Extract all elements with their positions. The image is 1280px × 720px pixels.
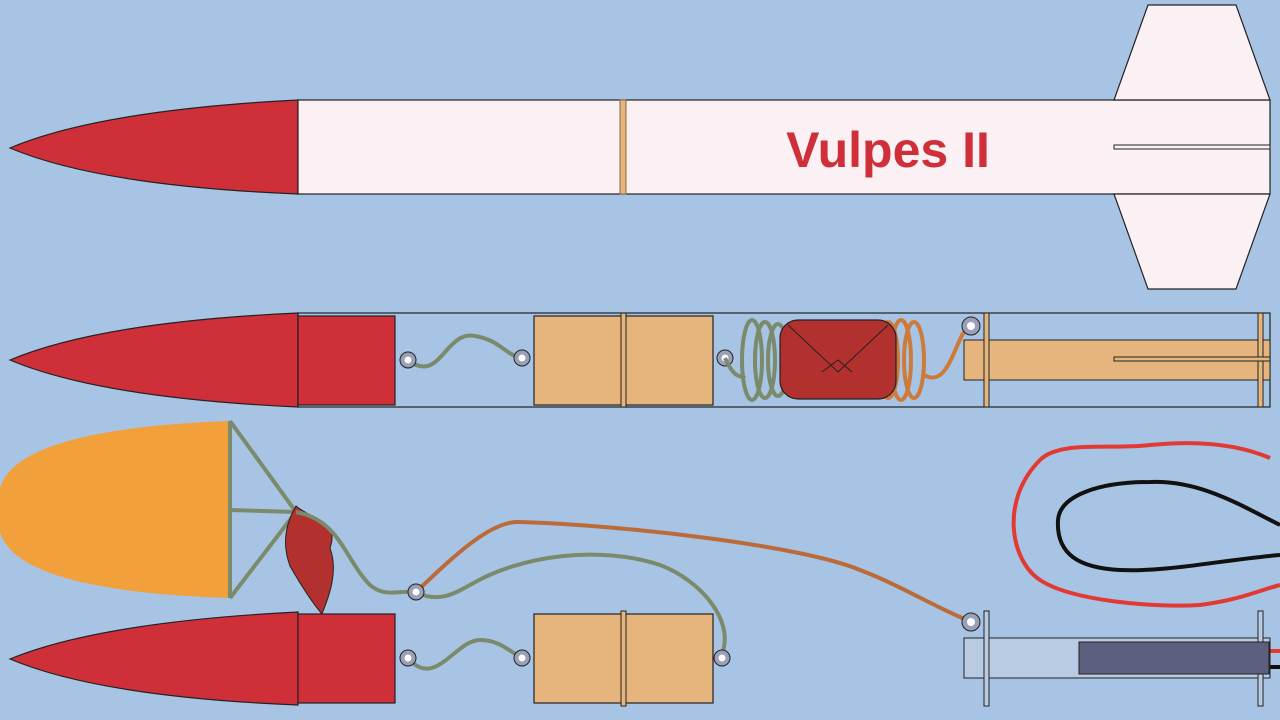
nose-cone	[8, 99, 299, 195]
eyelet-hole	[404, 654, 412, 662]
centering-ring	[983, 610, 990, 707]
nose-shoulder	[297, 613, 396, 704]
eyelet-hole	[967, 322, 975, 330]
eyelet-hole	[718, 654, 726, 662]
deployed-recovery	[0, 419, 1280, 707]
kevlar-cord	[414, 519, 973, 624]
internal-components	[8, 312, 1271, 408]
body-tube	[297, 99, 1271, 195]
coupler-band	[619, 99, 627, 195]
shock-cord-coils-green	[723, 318, 790, 402]
shock-cord	[406, 333, 523, 369]
nose-shoulder	[297, 315, 396, 406]
assembled-rocket: Vulpes II	[8, 4, 1271, 290]
fin-side	[1113, 144, 1271, 150]
coupler-band	[620, 312, 627, 408]
eyelet-hole	[518, 354, 526, 362]
parachute-fold	[821, 359, 853, 373]
shock-cord	[295, 510, 417, 595]
eyelet-hole	[412, 588, 420, 596]
centering-ring	[983, 312, 990, 408]
parachute-shroud-lines	[228, 419, 298, 600]
shock-cord	[406, 637, 523, 671]
eyelet-hole	[518, 654, 526, 662]
fin-tab	[1113, 356, 1271, 362]
parachute-fold	[787, 324, 889, 373]
shock-cord	[415, 552, 727, 655]
deployed-parachute	[0, 421, 230, 598]
nose-cone	[8, 312, 299, 408]
igniter-wires	[1011, 441, 1280, 669]
eyelet-hole	[404, 356, 412, 364]
coupler-band	[620, 610, 627, 707]
fin-top	[1113, 4, 1271, 101]
motor-casing	[1078, 641, 1270, 675]
eyelet-hole	[967, 618, 975, 626]
fin-bottom	[1113, 193, 1271, 290]
nose-cone	[8, 611, 299, 706]
rocket-name-label: Vulpes II	[786, 122, 990, 178]
